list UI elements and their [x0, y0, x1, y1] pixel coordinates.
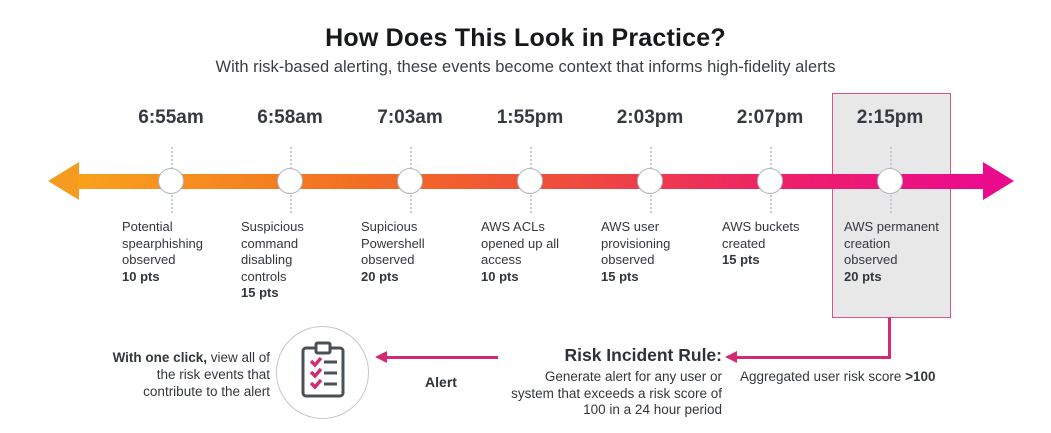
event-points: 15 pts [601, 268, 639, 284]
timeline-right-arrowhead-icon [983, 162, 1014, 200]
rule-body: Generate alert for any user or system th… [511, 369, 722, 417]
time-label-3: 7:03am [377, 107, 443, 128]
timeline-node-2 [277, 168, 303, 194]
timeline-node-3 [397, 168, 423, 194]
alert-badge-circle [276, 326, 369, 419]
elbow-arrow-left-icon [725, 351, 737, 363]
timeline-node-1 [158, 168, 184, 194]
time-label-5: 2:03pm [616, 107, 684, 128]
rule-title: Risk Incident Rule: [564, 345, 722, 365]
event-points: 15 pts [722, 252, 760, 267]
event-description-6: AWS buckets created 15 pts [722, 219, 820, 269]
timeline-left-arrowhead-icon [48, 162, 79, 200]
timeline-node-6 [757, 168, 783, 194]
page-title: How Does This Look in Practice? [325, 24, 726, 52]
aggregated-score-note: Aggregated user risk score >100 [740, 369, 980, 384]
event-description-4: AWS ACLs opened up all access 10 pts [481, 219, 579, 285]
page-subtitle: With risk-based alerting, these events b… [215, 58, 836, 76]
aggregate-bold: >100 [905, 369, 936, 384]
alert-arrow-line [385, 356, 498, 359]
timeline-node-4 [517, 168, 543, 194]
timeline-node-7 [877, 168, 903, 194]
elbow-connector-horizontal [736, 356, 891, 359]
event-description-1: Potential spearphishing observed 10 pts [122, 219, 220, 285]
event-description-5: AWS user provisioning observed 15 pts [601, 219, 699, 285]
event-text: Suspicious command disabling controls [241, 219, 304, 284]
event-text: Potential spearphishing observed [122, 219, 203, 267]
one-click-note: With one click, view all of the risk eve… [94, 349, 270, 400]
event-description-3: Supicious Powershell observed 20 pts [361, 219, 459, 285]
time-label-2: 6:58am [257, 107, 323, 128]
event-text: AWS ACLs opened up all access [481, 219, 560, 267]
time-label-4: 1:55pm [496, 107, 564, 128]
one-click-bold: With one click, [112, 350, 207, 365]
aggregate-text: Aggregated user risk score [740, 369, 906, 384]
event-text: Supicious Powershell observed [361, 219, 425, 267]
one-click-rest: view all of the risk events that contrib… [143, 350, 270, 399]
event-text: AWS permanent creation observed [844, 219, 939, 267]
event-points: 10 pts [481, 268, 519, 284]
event-points: 10 pts [122, 268, 160, 284]
event-description-7: AWS permanent creation observed 20 pts [844, 219, 946, 285]
event-description-2: Suspicious command disabling controls 15… [241, 219, 339, 302]
elbow-connector-vertical [888, 318, 891, 358]
risk-incident-rule: Risk Incident Rule: Generate alert for a… [505, 345, 722, 419]
clipboard-checklist-icon [300, 341, 346, 404]
event-points: 15 pts [241, 285, 279, 300]
event-points: 20 pts [361, 268, 399, 284]
time-label-7: 2:15pm [856, 107, 924, 128]
time-label-6: 2:07pm [736, 107, 804, 128]
timeline-node-5 [637, 168, 663, 194]
alert-arrow-left-icon [375, 351, 387, 363]
event-points: 20 pts [844, 268, 882, 284]
event-text: AWS buckets created [722, 219, 800, 251]
alert-label: Alert [425, 374, 457, 390]
event-text: AWS user provisioning observed [601, 219, 671, 267]
time-label-1: 6:55am [138, 107, 204, 128]
